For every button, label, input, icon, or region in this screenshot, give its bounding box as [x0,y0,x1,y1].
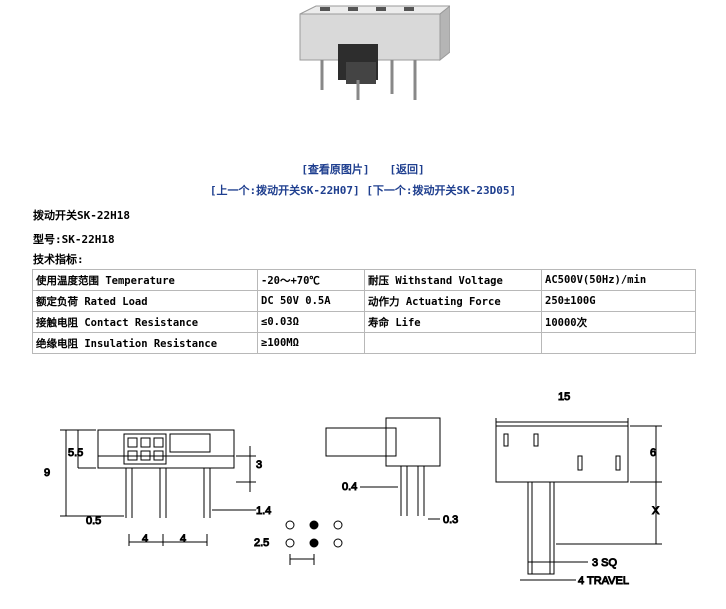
table-row: 绝缘电阻 Insulation Resistance ≥100MΩ [32,332,696,354]
spec-cell: 寿命 Life [364,311,542,333]
spec-cell: 耐压 Withstand Voltage [364,269,542,291]
back-link[interactable]: [返回] [389,163,425,176]
table-row: 使用温度范围 Temperature -20～+70℃ 耐压 Withstand… [32,269,696,291]
dim-x: X [652,505,660,517]
spec-cell: 使用温度范围 Temperature [32,269,258,291]
technical-drawing: 9 5.5 3 1.4 0.5 4 4 0.4 0.3 2.5 15 6 [44,391,662,588]
spec-cell [541,332,696,354]
next-product-link[interactable]: [下一个:拨动开关SK-23D05] [366,184,517,197]
spec-cell: 接触电阻 Contact Resistance [32,311,258,333]
spec-cell: DC 50V 0.5A [257,290,365,312]
dim-3: 3 [256,459,262,471]
dim-0-3: 0.3 [443,514,458,526]
dim-travel: 4 TRAVEL [578,575,629,587]
top-view [495,418,662,581]
view-original-link[interactable]: [查看原图片] [301,163,370,176]
spec-cell: AC500V(50Hz)/min [541,269,696,291]
spec-cell: 动作力 Actuating Force [364,290,542,312]
nav-row-primary: [查看原图片] [返回] [0,161,726,177]
dim-4-b: 4 [180,533,186,545]
dim-15: 15 [558,391,570,403]
dim-6: 6 [650,447,656,459]
prev-product-link[interactable]: [上一个:拨动开关SK-22H07] [209,184,360,197]
spec-cell: 250±100G [541,290,696,312]
spec-cell: 绝缘电阻 Insulation Resistance [32,332,258,354]
pin-layout [285,520,343,565]
front-view [60,429,256,546]
spec-cell: ≥100MΩ [257,332,365,354]
spec-cell: 10000次 [541,311,696,333]
table-row: 接触电阻 Contact Resistance ≤0.03Ω 寿命 Life 1… [32,311,696,333]
nav-row-siblings: [上一个:拨动开关SK-22H07] [下一个:拨动开关SK-23D05] [0,182,726,198]
dim-0-4: 0.4 [342,481,357,493]
product-title: 拨动开关SK-22H18 [33,209,130,222]
dim-5-5: 5.5 [68,447,83,459]
spec-heading: 技术指标: [33,253,84,266]
spec-cell: -20～+70℃ [257,269,365,291]
dim-3-sq: 3 SQ [592,557,618,569]
dim-4-a: 4 [142,533,148,545]
spec-cell [364,332,542,354]
table-row: 额定负荷 Rated Load DC 50V 0.5A 动作力 Actuatin… [32,290,696,312]
dim-9: 9 [44,467,50,479]
spec-table: 使用温度范围 Temperature -20～+70℃ 耐压 Withstand… [32,269,696,354]
product-model: 型号:SK-22H18 [33,233,115,246]
dim-1-4: 1.4 [256,505,271,517]
spec-cell: 额定负荷 Rated Load [32,290,258,312]
dim-0-5: 0.5 [86,515,101,527]
side-view [325,417,441,520]
dim-2-5: 2.5 [254,537,269,549]
product-photo [299,5,450,100]
spec-cell: ≤0.03Ω [257,311,365,333]
